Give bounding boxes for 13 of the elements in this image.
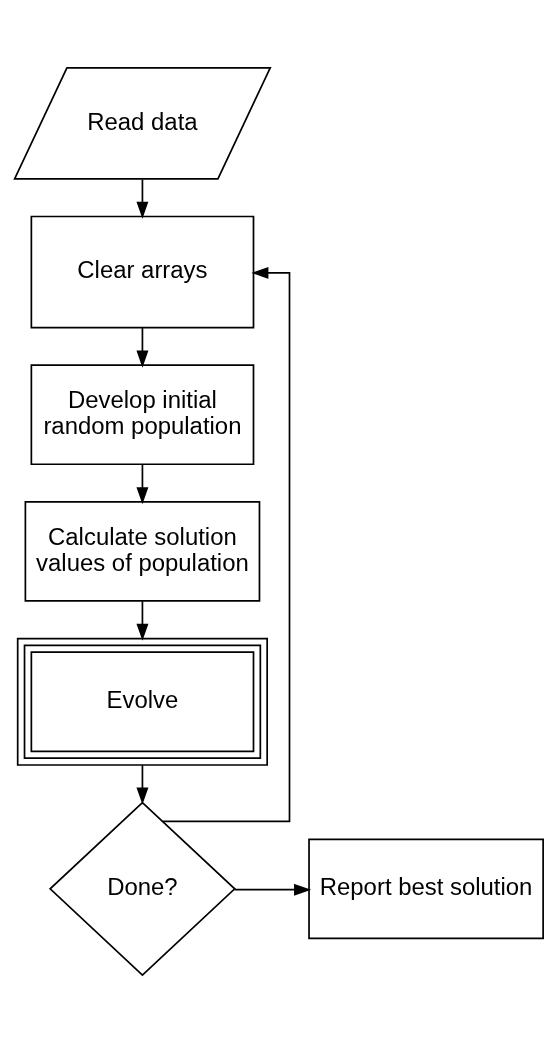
arrow <box>162 266 291 822</box>
node-box: Report best solution <box>308 837 544 939</box>
arrow <box>136 326 149 368</box>
node-box: Evolve <box>16 637 269 766</box>
arrow <box>233 883 312 896</box>
arrow <box>136 600 149 641</box>
arrow <box>136 763 149 805</box>
arrow <box>136 463 149 504</box>
node-box: Develop initial random population <box>30 363 255 465</box>
node-box: Calculate solution values of population <box>24 500 261 602</box>
node-box: Clear arrays <box>30 215 255 328</box>
node-diamond: Done? <box>48 800 236 976</box>
arrow <box>136 178 149 219</box>
